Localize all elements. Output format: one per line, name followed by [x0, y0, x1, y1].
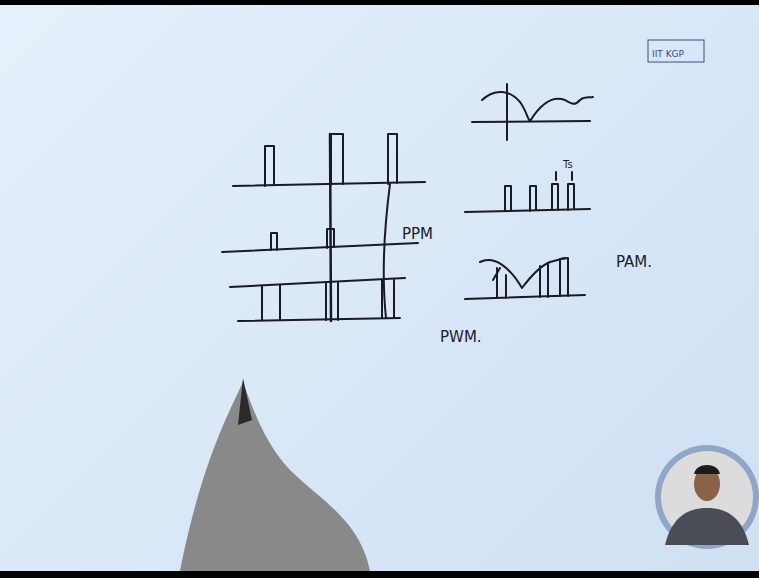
period-label: Ts [563, 160, 573, 170]
pulse-sketch [0, 5, 759, 571]
modulation-label: PPM [402, 227, 433, 242]
modulation-label: PWM. [440, 330, 482, 345]
modulation-label: PAM. [616, 255, 652, 270]
whiteboard: IIT KGP PPM TsPAM. PWM. [0, 5, 759, 571]
logo-stamp: IIT KGP [652, 50, 684, 59]
